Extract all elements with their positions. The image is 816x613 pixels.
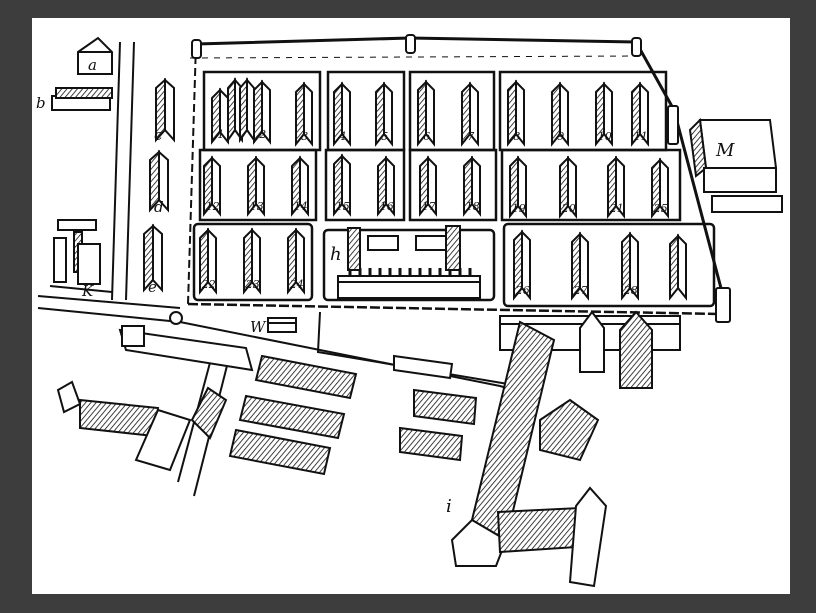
barrack-b9: 9 — [551, 81, 569, 147]
label-c: c — [154, 126, 163, 144]
barrack-b10: 10 — [595, 81, 613, 147]
site-labels: a b c d e K h M W i — [36, 56, 735, 517]
barrack-number: 18 — [466, 200, 480, 213]
barrack-number: 27 — [573, 284, 588, 297]
label-d: d — [154, 198, 164, 216]
barrack-number: 4 — [338, 130, 346, 143]
label-h: h — [330, 244, 342, 265]
building-b — [51, 87, 113, 111]
barrack-number: 14 — [294, 200, 308, 213]
barrack-b19: 19 — [509, 155, 527, 219]
barrack-number: 15 — [336, 200, 350, 213]
barrack-b25: 24 — [287, 227, 305, 295]
barrack-number: 6 — [423, 130, 430, 143]
barrack-c — [155, 77, 175, 143]
barrack-b20: 20 — [559, 155, 577, 219]
label-i: i — [446, 496, 452, 517]
barrack-b5: 5 — [375, 81, 393, 147]
barrack-number: 25 — [653, 202, 668, 215]
barrack-number: 2 — [258, 128, 266, 141]
barrack-b13: 13 — [247, 155, 265, 217]
building-k-complex — [53, 219, 101, 285]
barrack-b6: 6 — [417, 79, 435, 147]
lower-left-buildings — [56, 325, 478, 476]
barrack-b21: 21 — [607, 155, 625, 219]
barrack-b14: 14 — [291, 155, 309, 217]
fence-posts — [169, 34, 731, 325]
barrack-b12: 12 — [203, 155, 221, 217]
label-b: b — [36, 94, 46, 112]
barrack-b17: 17 — [419, 155, 437, 217]
barrack-b4: 4 — [333, 81, 351, 147]
barrack-number: 19 — [512, 202, 526, 215]
barrack-b28x — [669, 233, 687, 301]
barrack-b8: 8 — [507, 79, 525, 147]
building-w — [267, 317, 297, 333]
barrack-b3: 3 — [295, 81, 313, 147]
barrack-number: 9 — [557, 130, 564, 143]
label-k: K — [81, 282, 94, 300]
label-m: M — [715, 140, 735, 161]
barrack-number: 12 — [206, 200, 220, 213]
barrack-b1: 1 — [211, 87, 229, 145]
camp-fence — [187, 36, 724, 316]
barrack-b15: 15 — [333, 153, 351, 217]
barrack-number: 24 — [289, 278, 304, 291]
building-a — [77, 36, 113, 75]
barrack-bx2 — [239, 77, 255, 144]
label-a: a — [88, 56, 97, 74]
label-e: e — [148, 278, 157, 296]
barrack-b26: 26 — [513, 229, 531, 301]
barrack-number: 26 — [515, 284, 530, 297]
barrack-number: 10 — [598, 130, 612, 143]
barrack-number: 22 — [201, 278, 216, 291]
other-buildings — [51, 36, 783, 588]
barrack-number: 16 — [380, 200, 394, 213]
barrack-number: 5 — [381, 130, 388, 143]
building-m — [688, 117, 783, 213]
barrack-b11: 11 — [631, 81, 649, 147]
barrack-number: 28 — [623, 284, 638, 297]
barrack-number: 21 — [609, 202, 624, 215]
barrack-number: 1 — [217, 128, 224, 141]
barrack-b18: 18 — [463, 155, 481, 217]
barrack-number: 7 — [467, 130, 474, 143]
barrack-b16: 16 — [377, 155, 395, 217]
label-w: W — [250, 318, 267, 336]
barrack-number: 11 — [634, 130, 648, 143]
barrack-number: 23 — [245, 278, 260, 291]
barrack-d — [149, 149, 169, 213]
barrack-number: 8 — [513, 130, 520, 143]
block-enclosures — [192, 70, 716, 308]
barrack-b24: 23 — [243, 227, 261, 295]
barrack-number: 3 — [301, 130, 308, 143]
barrack-number: 13 — [250, 200, 264, 213]
barrack-b27: 27 — [571, 231, 589, 301]
barrack-b28: 28 — [621, 231, 639, 301]
barrack-number: 17 — [422, 200, 436, 213]
building-h-kitchen — [337, 225, 481, 299]
barrack-number: 20 — [561, 202, 576, 215]
barrack-e — [143, 223, 163, 293]
barrack-b22: 25 — [651, 157, 669, 219]
barrack-b7: 7 — [461, 81, 479, 147]
barrack-b23: 22 — [199, 227, 217, 295]
barrack-b2: 2 — [253, 79, 271, 145]
gatehouse-complex — [450, 310, 681, 588]
